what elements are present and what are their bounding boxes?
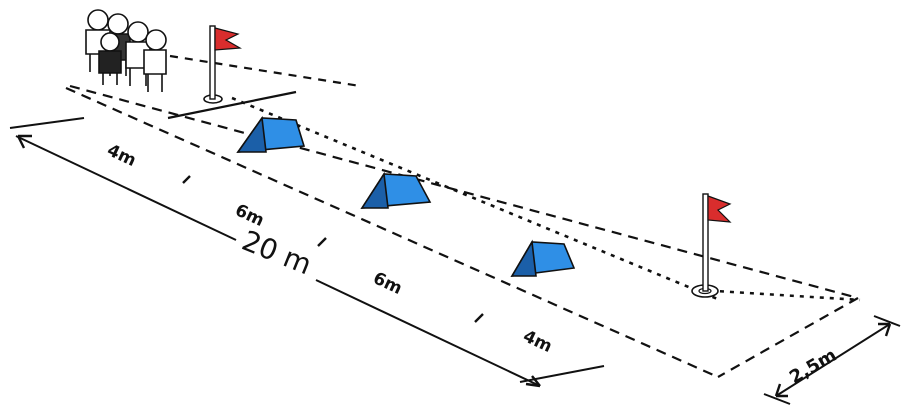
width-label: 2,5m [786,345,840,389]
boundary-start-top [169,54,361,88]
tent-cone-icon [360,171,432,209]
boundary-right-edge [717,297,859,378]
end-flag-pole-icon [691,193,732,298]
start-flag-pole-icon [203,25,242,104]
start-flag [214,27,242,51]
end-flag [707,195,732,223]
total-length-label: 20 m [237,224,316,281]
segment-tick [474,313,484,323]
segment-tick [317,237,327,247]
segment-label-3: 6m [370,268,405,299]
players-group-icon [85,9,167,92]
start-line [167,90,297,120]
segment-ticks [182,175,484,323]
segment-label-1: 4m [104,140,139,171]
tent-cone-icon [510,239,576,278]
segment-tick [182,175,191,184]
length-dimension [9,117,605,388]
course-boundary [65,54,859,379]
boundary-top-edge [69,84,859,300]
segment-label-4: 4m [520,326,555,357]
boundary-bottom-edge [65,86,719,379]
width-dimension [763,315,901,405]
tent-cone-icon [236,115,306,153]
center-lane [231,96,861,302]
player-figure [98,32,122,85]
player-figure [143,29,167,92]
